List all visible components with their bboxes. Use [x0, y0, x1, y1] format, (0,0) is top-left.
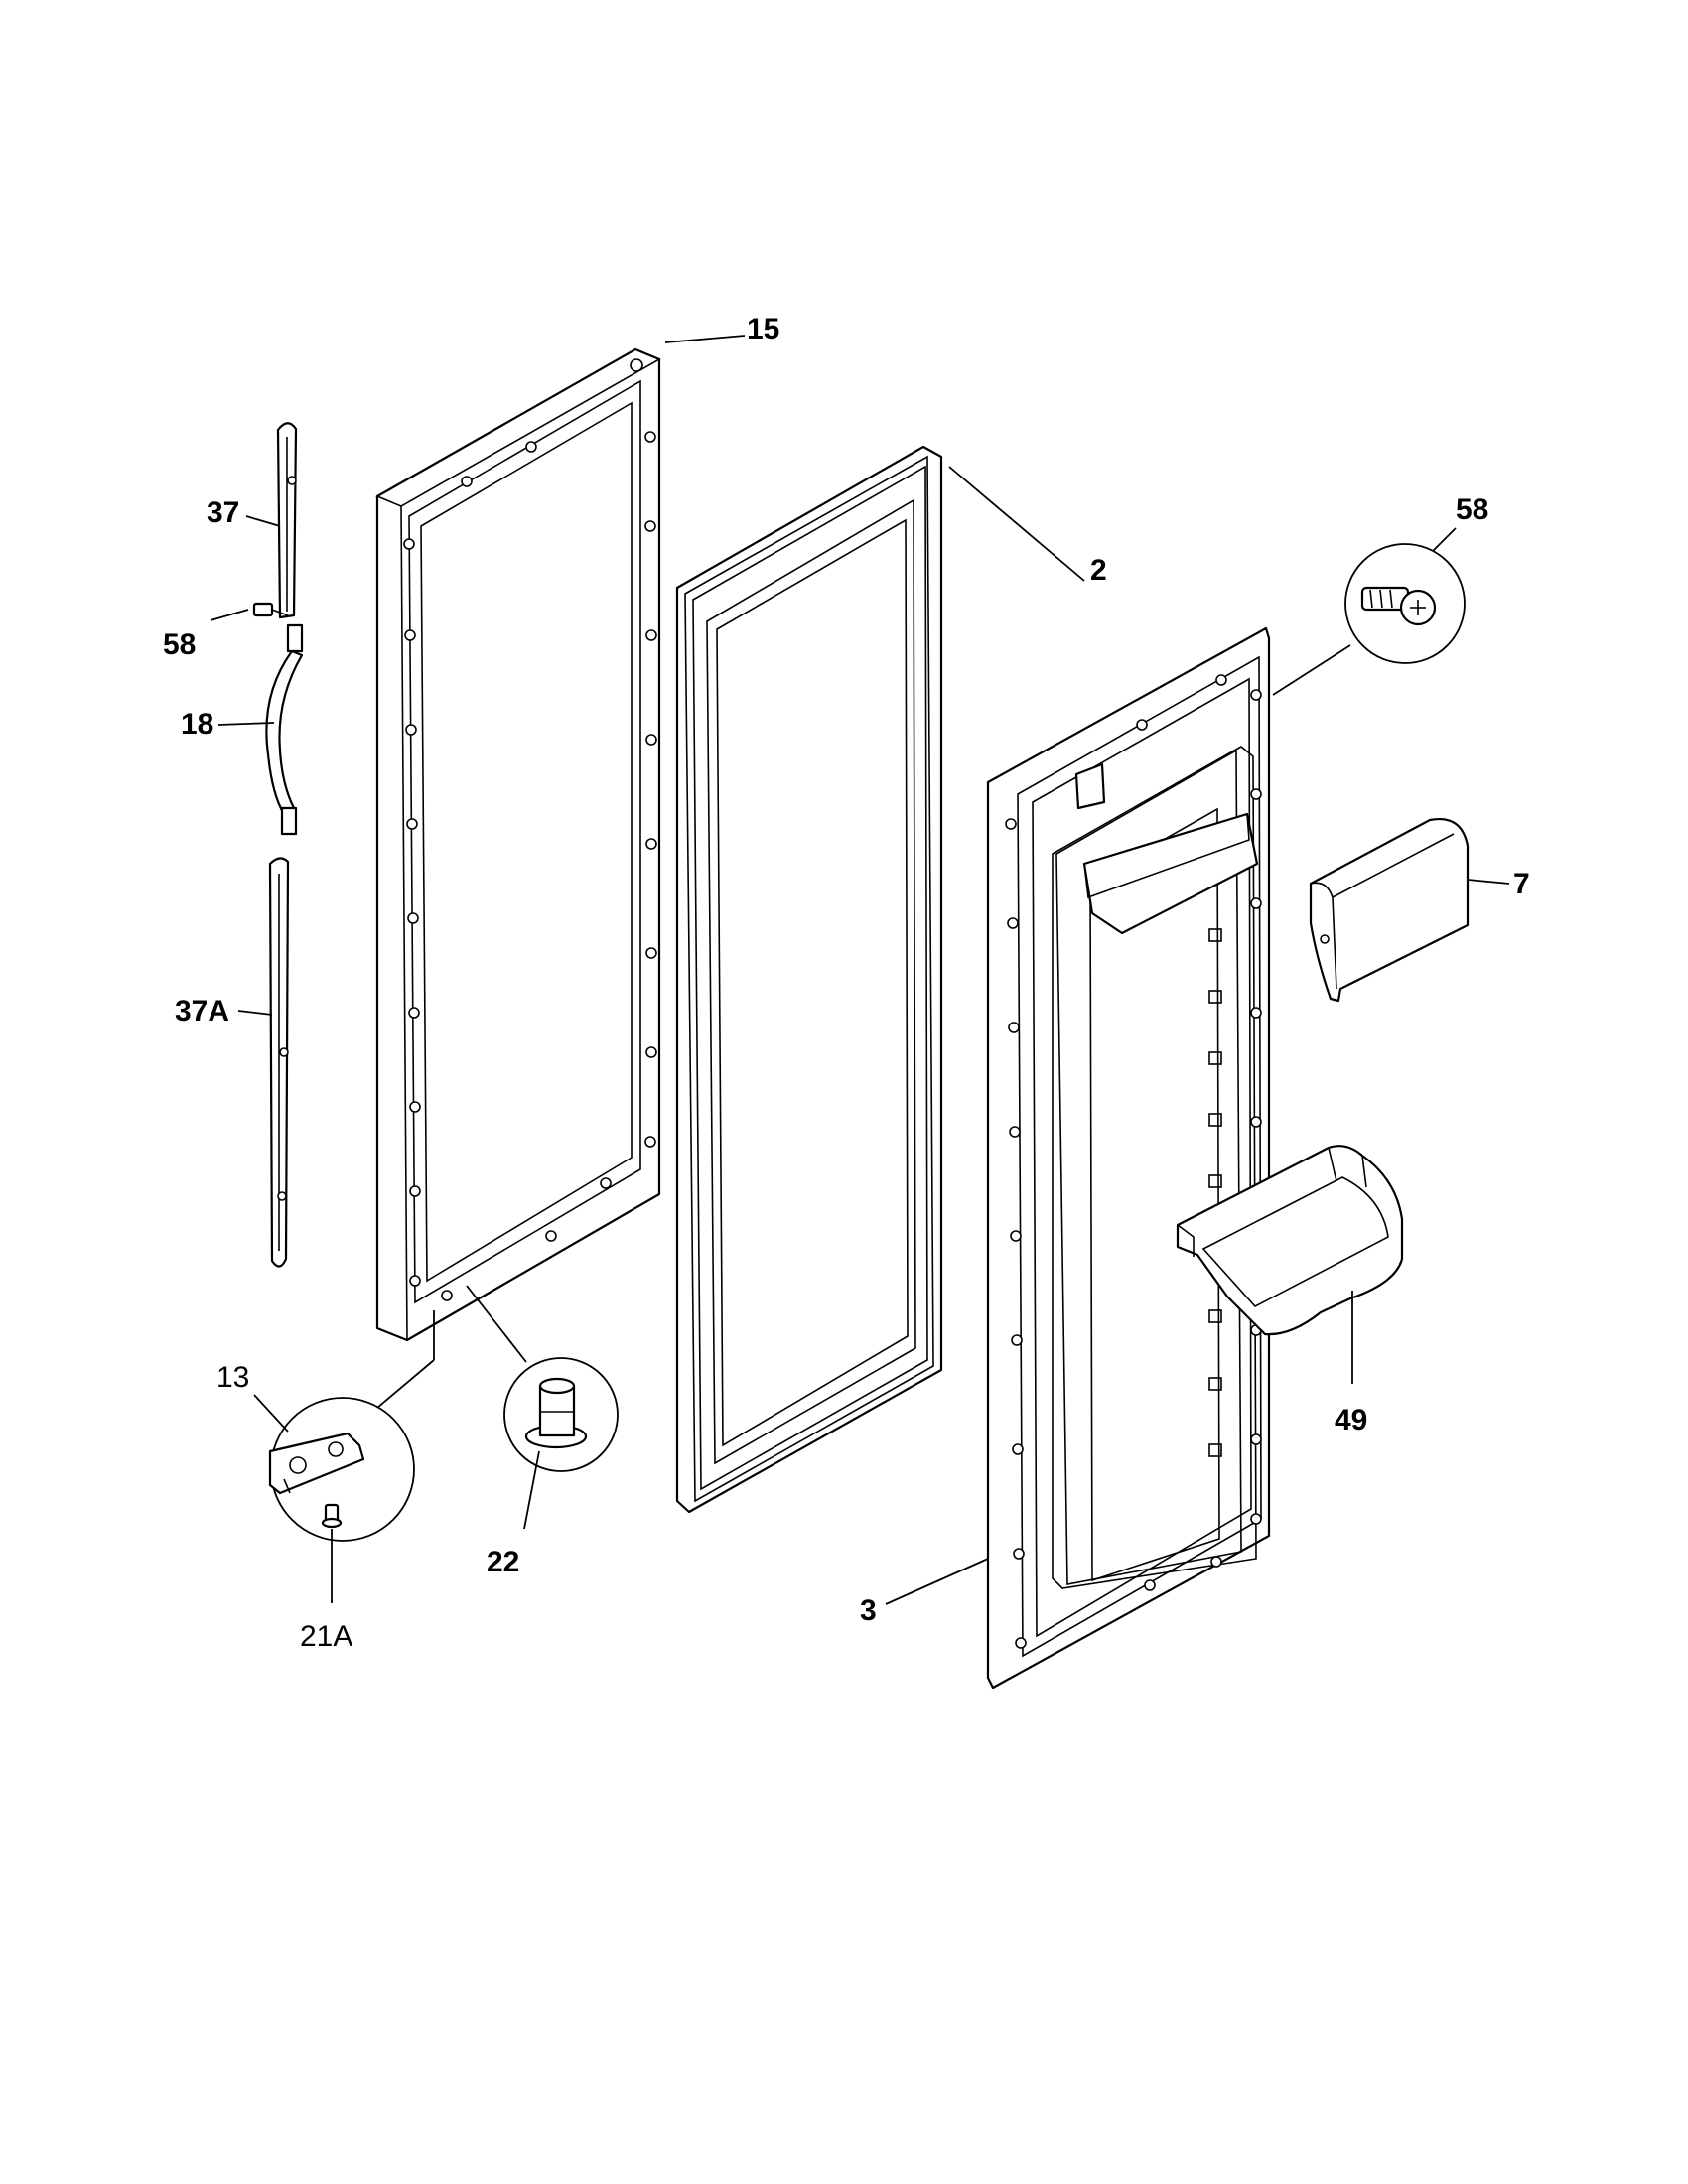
- label-3: 3: [860, 1594, 877, 1627]
- door-bin-part-49: [1176, 1145, 1404, 1336]
- hinge-trim-part-37a: [268, 857, 290, 1268]
- hinge-bushing-callout-part-22: [503, 1357, 619, 1472]
- screw-part-21a: [321, 1503, 343, 1529]
- label-58-detail: 58: [1456, 493, 1488, 526]
- label-49: 49: [1335, 1404, 1367, 1436]
- leader-lines: [210, 335, 1510, 1605]
- label-37a: 37A: [175, 995, 229, 1027]
- label-22: 22: [487, 1546, 519, 1578]
- door-frame-part-15: [375, 347, 661, 1342]
- screw-part-58: [252, 602, 289, 617]
- label-2: 2: [1090, 554, 1107, 587]
- liner-shelf-clips: [1208, 928, 1222, 1457]
- label-13: 13: [216, 1361, 249, 1394]
- hinge-bracket-callout-part-13: [268, 1397, 415, 1542]
- frame-screw-holes: [403, 358, 657, 1301]
- label-37: 37: [207, 496, 239, 529]
- screw-detail-callout-part-58: [1344, 543, 1466, 664]
- label-7: 7: [1513, 868, 1530, 900]
- inner-door-liner-part-3: [986, 626, 1271, 1690]
- door-gasket-part-2: [675, 445, 943, 1514]
- label-58: 58: [163, 628, 196, 661]
- part-labels: 15 2 58 37 58 18 7 37A 13 22 21A 49 3: [163, 313, 1530, 1653]
- label-15: 15: [747, 313, 779, 345]
- hinge-trim-part-37: [276, 422, 298, 619]
- dairy-door-part-7: [1309, 817, 1470, 1003]
- label-21a: 21A: [300, 1620, 352, 1653]
- door-handle-part-18: [265, 623, 304, 836]
- label-18: 18: [181, 708, 213, 741]
